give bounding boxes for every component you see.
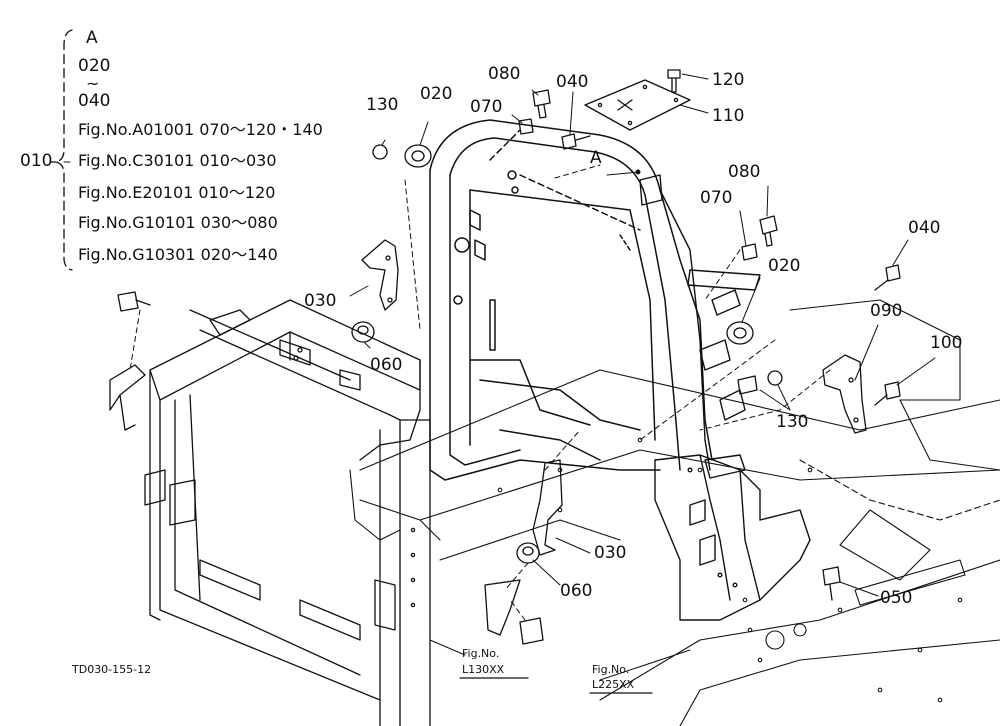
legend-line-2: Fig.No.C30101 010～030 [78,151,277,170]
callout-030-left: 030 [304,291,337,311]
callout-080-right: 080 [728,162,761,182]
rubber-060-left [351,321,375,343]
cap-130-right [767,370,783,386]
bracket-bottom-left [484,579,521,636]
drawing-code: TD030-155-12 [72,663,152,676]
bolt-bottom-left [519,617,544,645]
callout-130-right: 130 [776,412,809,432]
bolt-080-right [759,215,778,247]
callout-070-top: 070 [470,97,503,117]
callout-100: 100 [930,333,963,353]
legend-group-label: 010 [20,151,53,171]
callout-090: 090 [870,301,903,321]
cap-130-top [372,144,388,160]
legend-range-start: 020 [78,56,111,76]
bolt-050 [822,566,841,601]
callout-080-top: 080 [488,64,521,84]
legend-header-a: A [86,28,98,48]
ref-l130-fig: Fig.No. [462,647,500,660]
bolt-100 [874,381,901,406]
callout-130-top: 130 [366,95,399,115]
callout-050: 050 [880,588,913,608]
bolt-080-top [532,89,551,119]
bracket-030-left [361,239,399,311]
legend-range-end: 040 [78,91,111,111]
bolt-040-right [874,264,901,291]
callout-110: 110 [712,106,745,126]
callout-070-right: 070 [700,188,733,208]
bushing-020-top [404,144,432,168]
rubber-060-bottom [516,542,540,564]
legend-line-3: Fig.No.E20101 010～120 [78,183,276,202]
callout-020-right: 020 [768,256,801,276]
legend-line-5: Fig.No.G10301 020～140 [78,245,278,264]
floor-deck [349,299,1000,726]
spacer-070-right [741,243,758,261]
bolt-120 [667,69,681,93]
legend-range-tilde: ~ [86,74,100,93]
callout-a: A [590,148,602,168]
bolt-040-top [561,133,591,150]
ref-l225-fig: Fig.No. [592,663,630,676]
callout-060-bottom: 060 [560,581,593,601]
callout-040-right: 040 [908,218,941,238]
bracket-090 [822,354,867,434]
bracket-030-bottom [532,459,563,556]
plate-110 [584,79,691,131]
bushing-020-right [726,321,754,345]
callout-120: 120 [712,70,745,90]
spacer-070-top [518,118,534,135]
ref-l130-num: L130XX [462,663,505,676]
legend-bracket [55,29,73,271]
legend-line-4: Fig.No.G10101 030～080 [78,213,278,232]
callout-040-top: 040 [556,72,589,92]
left-frame-assembly [109,299,431,726]
bolt-left-frame [117,291,151,312]
callout-020-top: 020 [420,84,453,104]
right-side-post [639,174,811,621]
main-back-panel [429,119,713,481]
callout-030-bottom: 030 [594,543,627,563]
callout-060-left: 060 [370,355,403,375]
ref-l225-num: L225XX [592,678,635,691]
legend-line-1: Fig.No.A01001 070～120・140 [78,120,323,139]
